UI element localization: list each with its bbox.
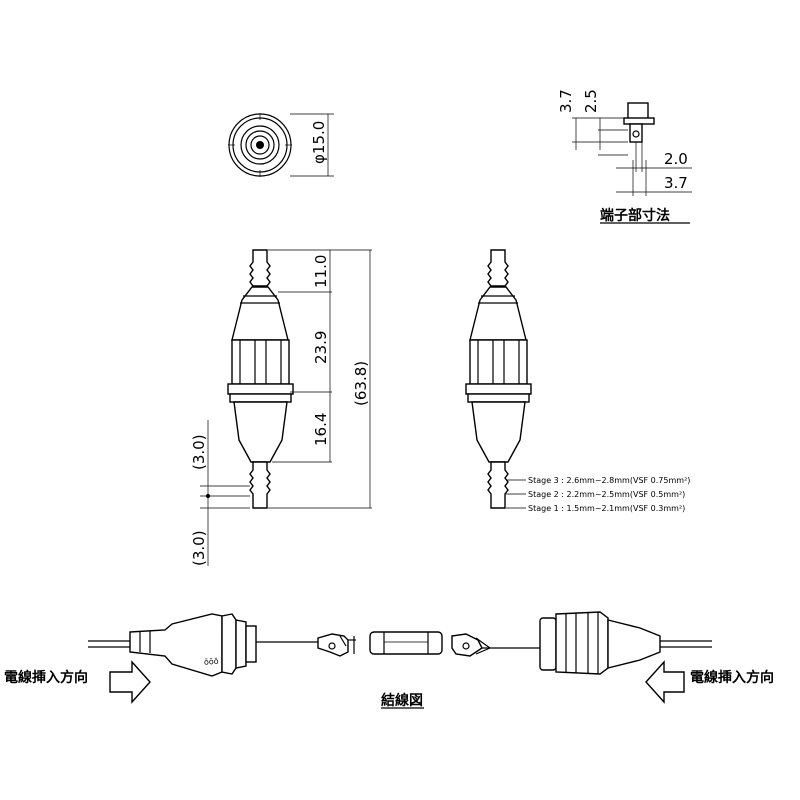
overall-length-label: (63.8) bbox=[352, 361, 370, 406]
lower-length-label: 16.4 bbox=[312, 413, 330, 446]
arrow-left-icon bbox=[645, 660, 685, 704]
stage-2-label: Stage 2 : 2.2mm~2.5mm(VSF 0.5mm²) bbox=[528, 490, 685, 499]
wire-insert-left-label: 電線挿入方向 bbox=[4, 669, 88, 686]
stub-upper-label: (3.0) bbox=[190, 434, 208, 470]
stub-lower-label: (3.0) bbox=[190, 530, 208, 566]
terminal-detail: 3.7 2.5 2.0 3.7 端子部寸法 bbox=[557, 89, 692, 224]
side-view-left: 11.0 23.9 16.4 (63.8) (3.0) (3.0) bbox=[190, 249, 372, 566]
arrow-right-icon bbox=[109, 660, 151, 704]
stage-1-label: Stage 1 : 1.5mm~2.1mm(VSF 0.3mm²) bbox=[528, 504, 685, 513]
wire-insert-right-label: 電線挿入方向 bbox=[690, 669, 774, 686]
side-view-right: Stage 3 : 2.6mm~2.8mm(VSF 0.75mm²) Stage… bbox=[465, 249, 690, 513]
stage-3-label: Stage 3 : 2.6mm~2.8mm(VSF 0.75mm²) bbox=[528, 476, 690, 485]
connection-diagram-title: 結線図 bbox=[381, 692, 423, 709]
top-length-label: 11.0 bbox=[312, 255, 330, 288]
diameter-label: φ15.0 bbox=[310, 121, 328, 164]
connection-diagram: ōōō 電線挿入方向 電線挿入方向 結線図 bbox=[4, 611, 774, 709]
terminal-3-7-bottom-label: 3.7 bbox=[664, 174, 688, 192]
housing-marking: ōōō bbox=[204, 657, 219, 667]
terminal-section-title: 端子部寸法 bbox=[600, 207, 670, 224]
end-view: φ15.0 bbox=[228, 113, 334, 177]
terminal-3-7-top-label: 3.7 bbox=[557, 89, 575, 113]
terminal-2-5-label: 2.5 bbox=[582, 89, 600, 113]
terminal-2-0-label: 2.0 bbox=[664, 150, 688, 168]
middle-length-label: 23.9 bbox=[312, 331, 330, 364]
